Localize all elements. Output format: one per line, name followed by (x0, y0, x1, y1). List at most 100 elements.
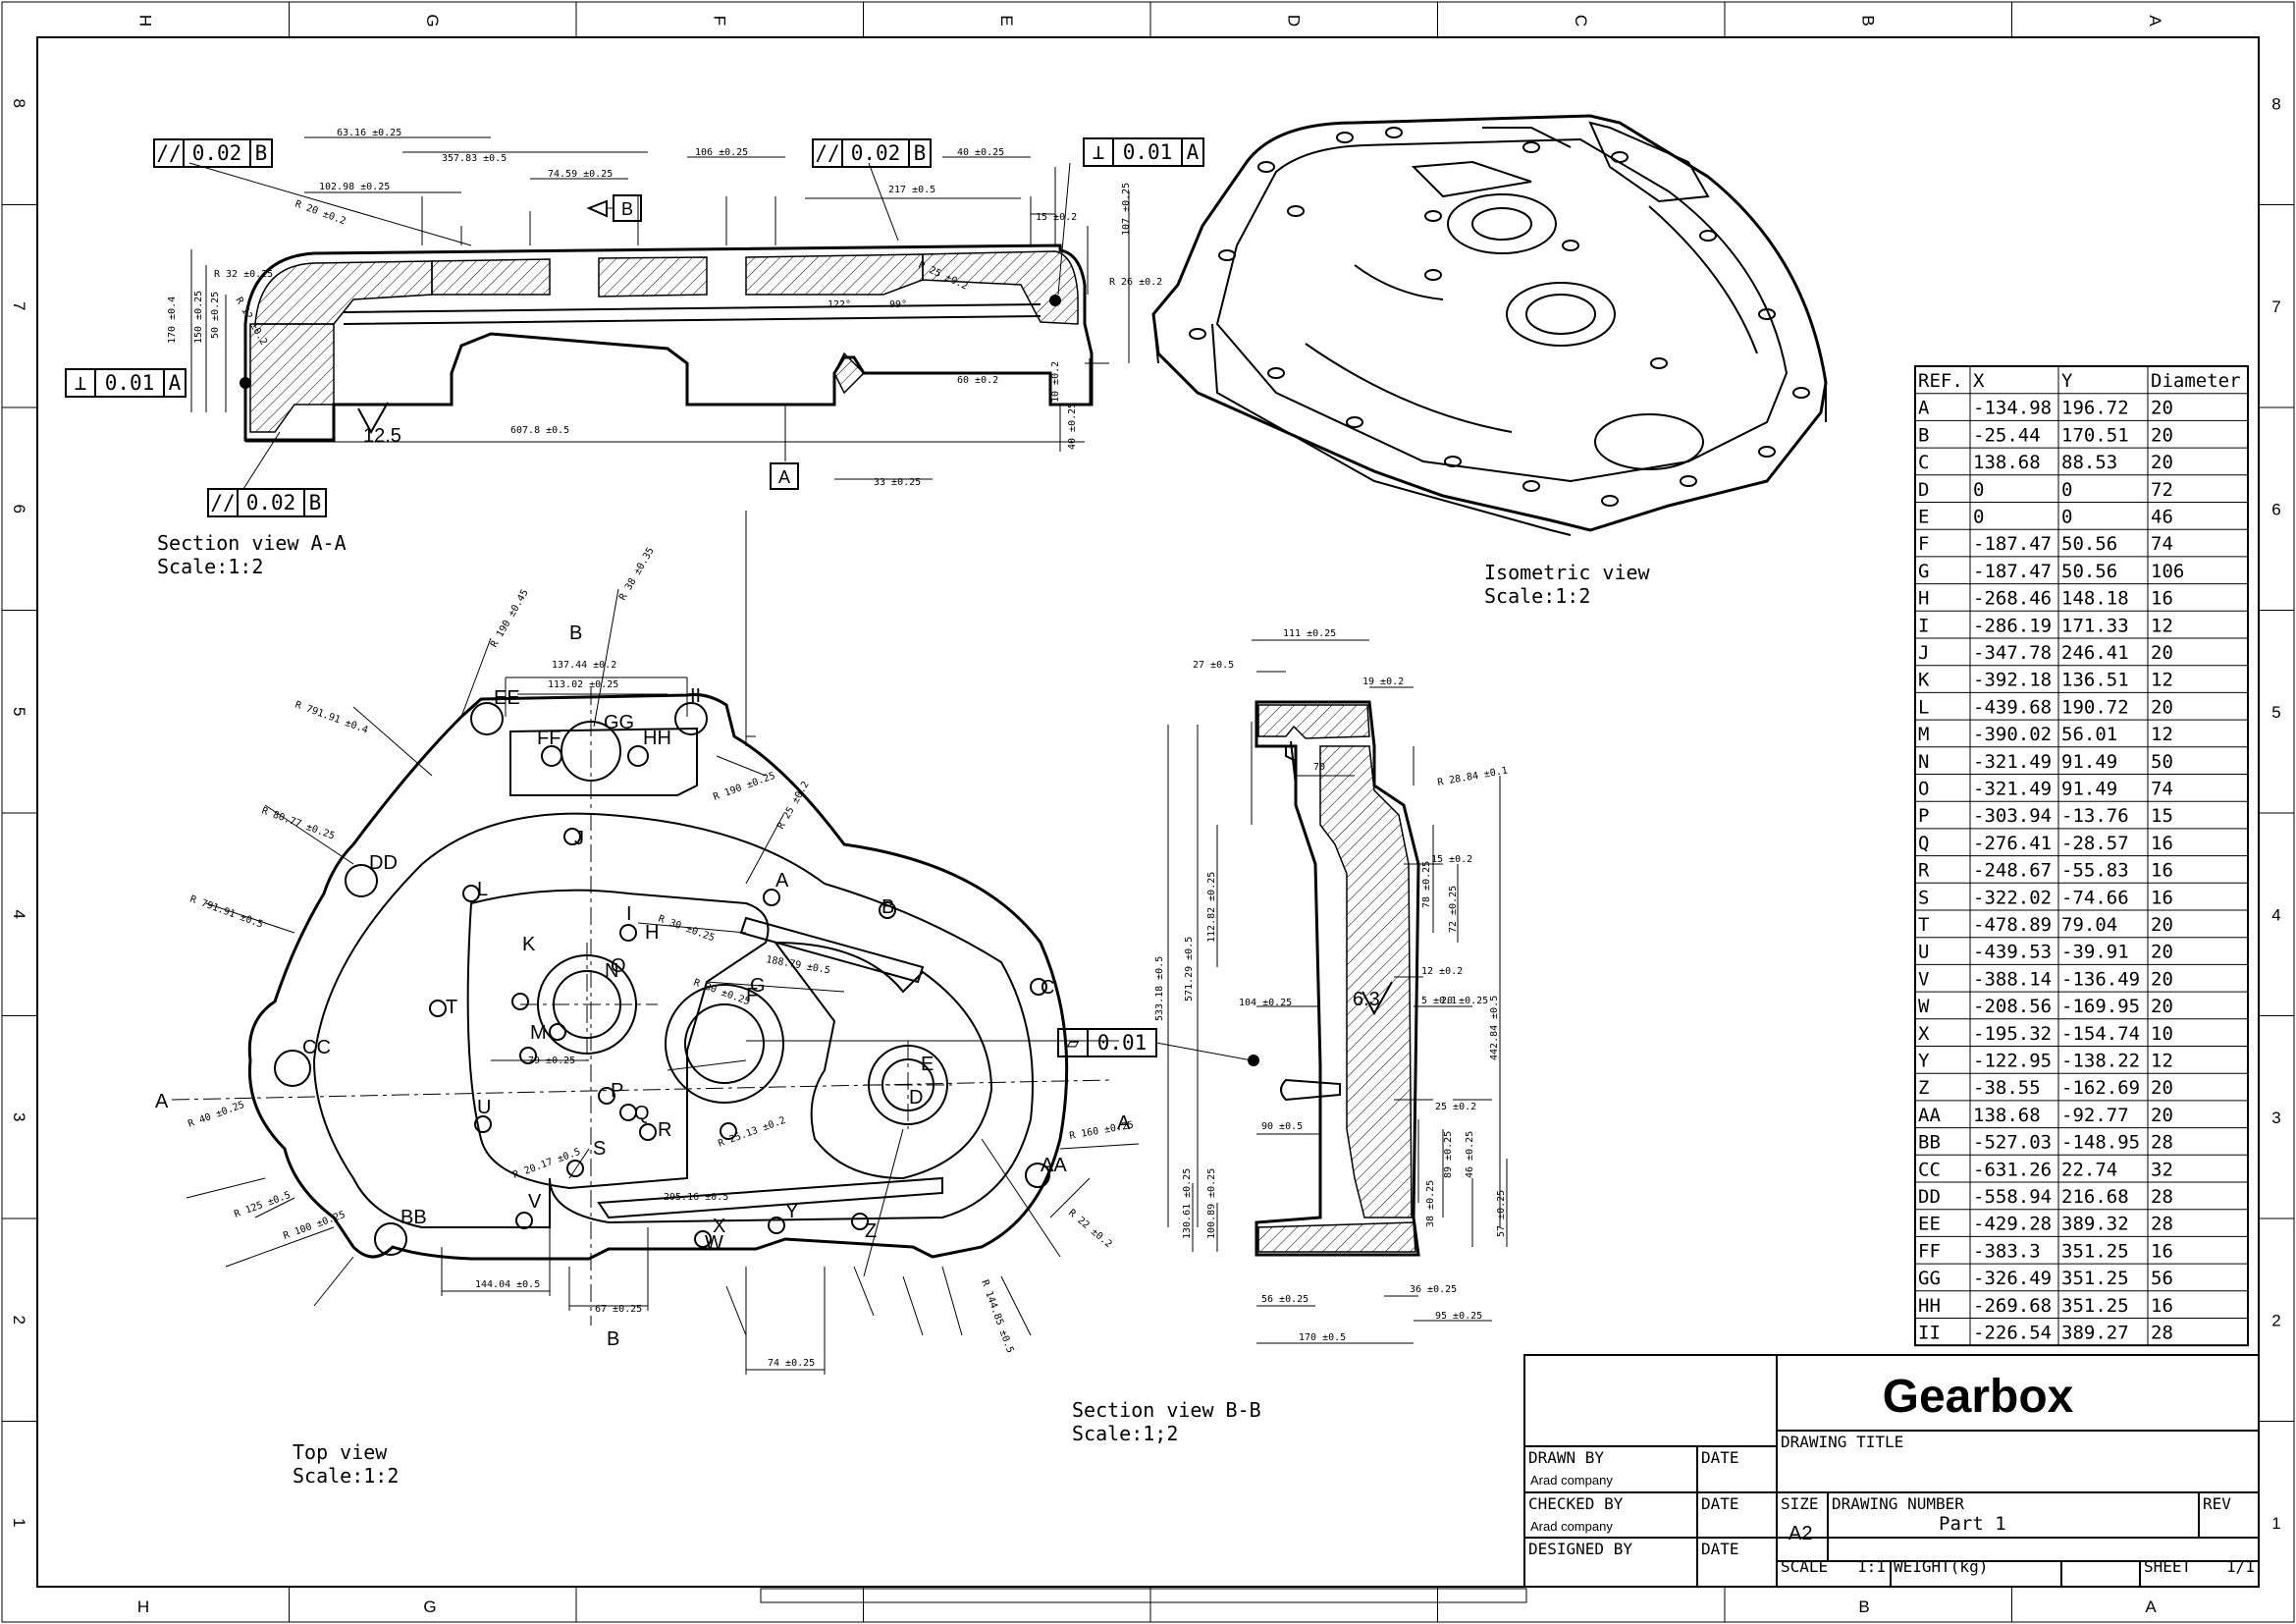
table-header: REF. (1918, 370, 1963, 392)
bore-g (665, 984, 784, 1104)
isometric-bore (1594, 413, 1704, 470)
view-title: Isometric view (1484, 561, 1651, 584)
table-cell: II (1918, 1323, 1941, 1344)
scale-label: SCALE (1781, 1557, 1828, 1576)
section-marker-a: A (1117, 1112, 1131, 1134)
table-cell: -631.26 (1973, 1159, 2052, 1180)
dimension-text: R 190 ±0.45 (489, 588, 531, 650)
view-title: Section view A-A (157, 531, 347, 555)
tolerance-frame-6: ▱ 0.01 (1057, 1028, 1259, 1066)
table-cell: -388.14 (1973, 968, 2052, 990)
hatch-region (833, 352, 866, 395)
small-hole (720, 1122, 737, 1140)
table-cell: 15 (2151, 805, 2173, 827)
tolerance-frame-3: ⊥ 0.01 A (1083, 137, 1204, 167)
dimension-text: 95 ±0.25 (1435, 1311, 1482, 1322)
isometric-hole (1758, 308, 1776, 320)
table-cell: Y (1918, 1051, 1930, 1072)
dimension-text: 50 ±0.25 (210, 292, 221, 339)
top-view-cavity (466, 889, 770, 1190)
table-cell: 216.68 (2061, 1186, 2129, 1208)
top-view: A A B B EEFFGGHHIIDDCCBBAAJLKIHNOMPQRSTU… (155, 511, 1140, 1375)
table-cell: -134.98 (1973, 398, 2052, 419)
tolerance-value: 0.02 (851, 141, 901, 165)
dimension-text: 78 ±0.25 (1421, 861, 1432, 908)
row-label: 5 (10, 707, 28, 716)
table-cell: -138.22 (2061, 1051, 2140, 1072)
hole-label: M (530, 1022, 547, 1044)
hole-label: S (593, 1138, 606, 1160)
drawing-title: Gearbox (1883, 1371, 2074, 1423)
top-view-centerlines (171, 687, 1110, 1326)
table-cell: 72 (2151, 479, 2173, 501)
small-hole (768, 1217, 785, 1234)
dimension-text: 130.61 ±0.25 (1182, 1168, 1193, 1239)
hatch-region (431, 258, 551, 296)
table-cell: 20 (2151, 942, 2173, 963)
hatch-region (1257, 1221, 1416, 1253)
hole-label: P (611, 1080, 623, 1102)
hatch-region (598, 256, 708, 298)
table-cell: L (1918, 696, 1929, 718)
hole-label: U (477, 1097, 491, 1118)
table-cell: 28 (2151, 1323, 2173, 1344)
tolerance-symbol: ⊥ (1093, 140, 1105, 164)
table-cell: 0 (2061, 507, 2072, 528)
section-bb-horizontal-dims (1252, 639, 1492, 1344)
dimension-text: 15 ±0.2 (1036, 212, 1077, 223)
column-label: B (1858, 1597, 1869, 1616)
table-cell: 20 (2151, 914, 2173, 936)
top-view-small-holes (429, 828, 1047, 1248)
hatch-region (249, 323, 335, 433)
hatch-region (1257, 704, 1370, 739)
table-cell: 50 (2151, 751, 2173, 773)
dimension-text: 27 ±0.5 (1193, 660, 1234, 671)
small-hole (563, 828, 581, 845)
isometric-boss (1411, 121, 1710, 203)
leader-lines (188, 162, 1071, 490)
datum-label: B (621, 199, 633, 219)
table-cell: 56.01 (2061, 724, 2117, 745)
column-label: D (1284, 15, 1303, 27)
isometric-hole (1424, 210, 1442, 222)
small-hole (549, 1023, 566, 1041)
caption-section-aa: Section view A-A Scale:1:2 (157, 531, 347, 578)
table-header: Diameter (2151, 370, 2241, 392)
hole-bb (374, 1222, 407, 1256)
top-view-inner-wall (312, 812, 1034, 1228)
dimension-text: 357.83 ±0.5 (442, 153, 507, 164)
row-label: 5 (2271, 703, 2280, 722)
table-cell: O (1918, 779, 1929, 800)
hole-label: II (690, 685, 701, 707)
small-hole (511, 993, 529, 1010)
column-label: A (2146, 15, 2164, 27)
isometric-hole (1267, 367, 1285, 379)
table-cell: N (1918, 751, 1929, 773)
hole-label: DD (369, 852, 398, 874)
table-cell: P (1918, 805, 1929, 827)
tolerance-value: 0.02 (192, 141, 242, 165)
dimension-text: 74 ±0.25 (768, 1358, 815, 1369)
section-marker-b: B (569, 623, 582, 644)
table-cell: -195.32 (1973, 1023, 2052, 1045)
dimension-text: 10 ±0.2 (1050, 361, 1061, 403)
table-cell: 50.56 (2061, 561, 2117, 582)
row-label: 4 (2271, 905, 2280, 924)
table-cell: 91.49 (2061, 751, 2117, 773)
isometric-hole (1522, 141, 1540, 153)
tolerance-symbol: ⊥ (75, 371, 87, 395)
dimension-text: 111 ±0.25 (1283, 628, 1336, 639)
dimension-text: 607.8 ±0.5 (510, 425, 569, 436)
table-cell: S (1918, 887, 1929, 908)
table-cell: 88.53 (2061, 452, 2117, 473)
hole-label: E (921, 1054, 934, 1075)
dimension-text: 295.16 ±0.5 (664, 1192, 728, 1203)
view-scale: Scale:1:2 (157, 555, 263, 578)
top-view-flange (509, 727, 698, 796)
dimension-text: 150 ±0.25 (193, 291, 204, 344)
dimension-text: 38 ±0.25 (1425, 1180, 1436, 1227)
row-label: 3 (10, 1112, 28, 1121)
table-cell: 91.49 (2061, 779, 2117, 800)
row-label: 6 (2271, 500, 2280, 518)
